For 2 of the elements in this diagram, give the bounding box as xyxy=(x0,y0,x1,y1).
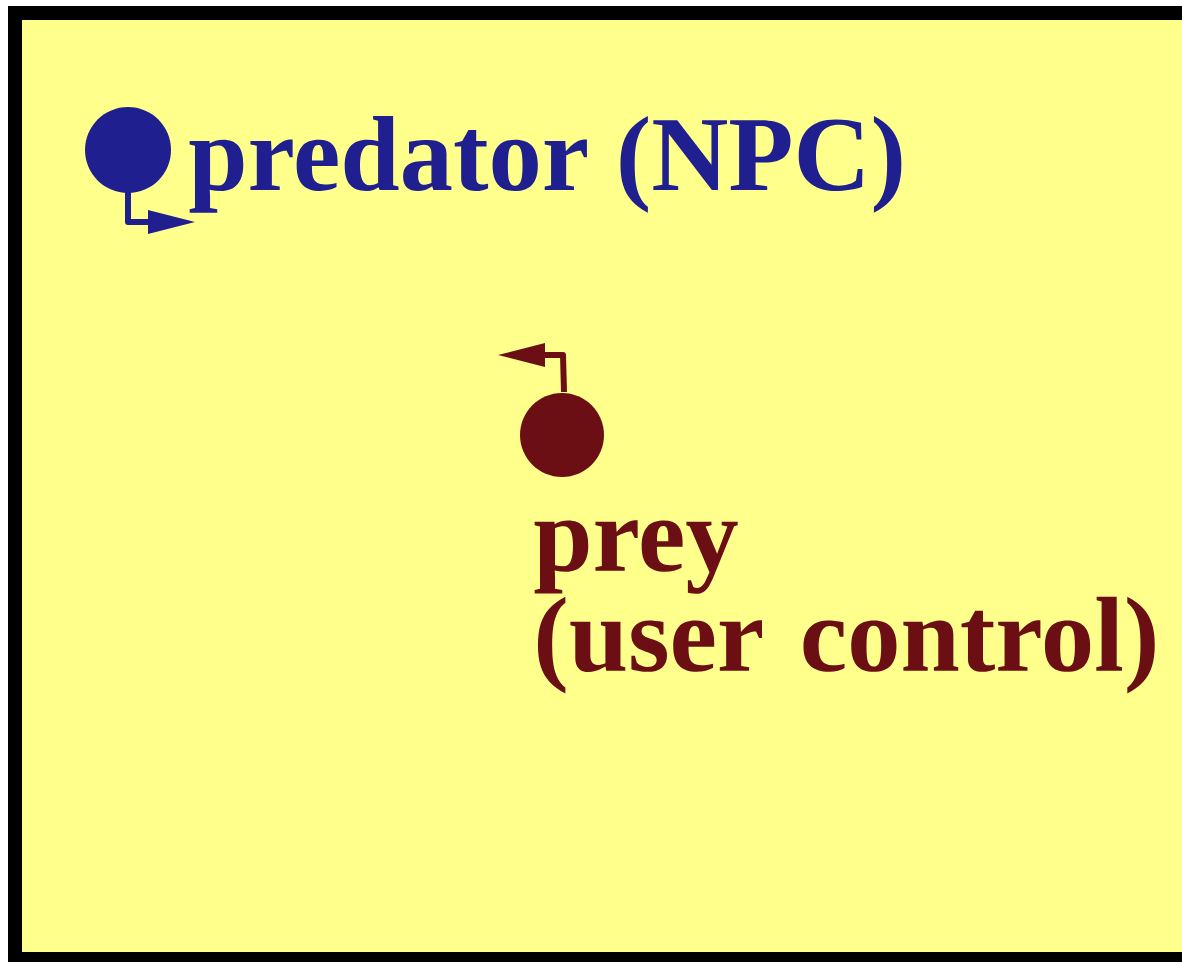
node-label: prey (user control) xyxy=(534,520,1155,694)
node-label: predator (NPC) xyxy=(189,116,902,213)
